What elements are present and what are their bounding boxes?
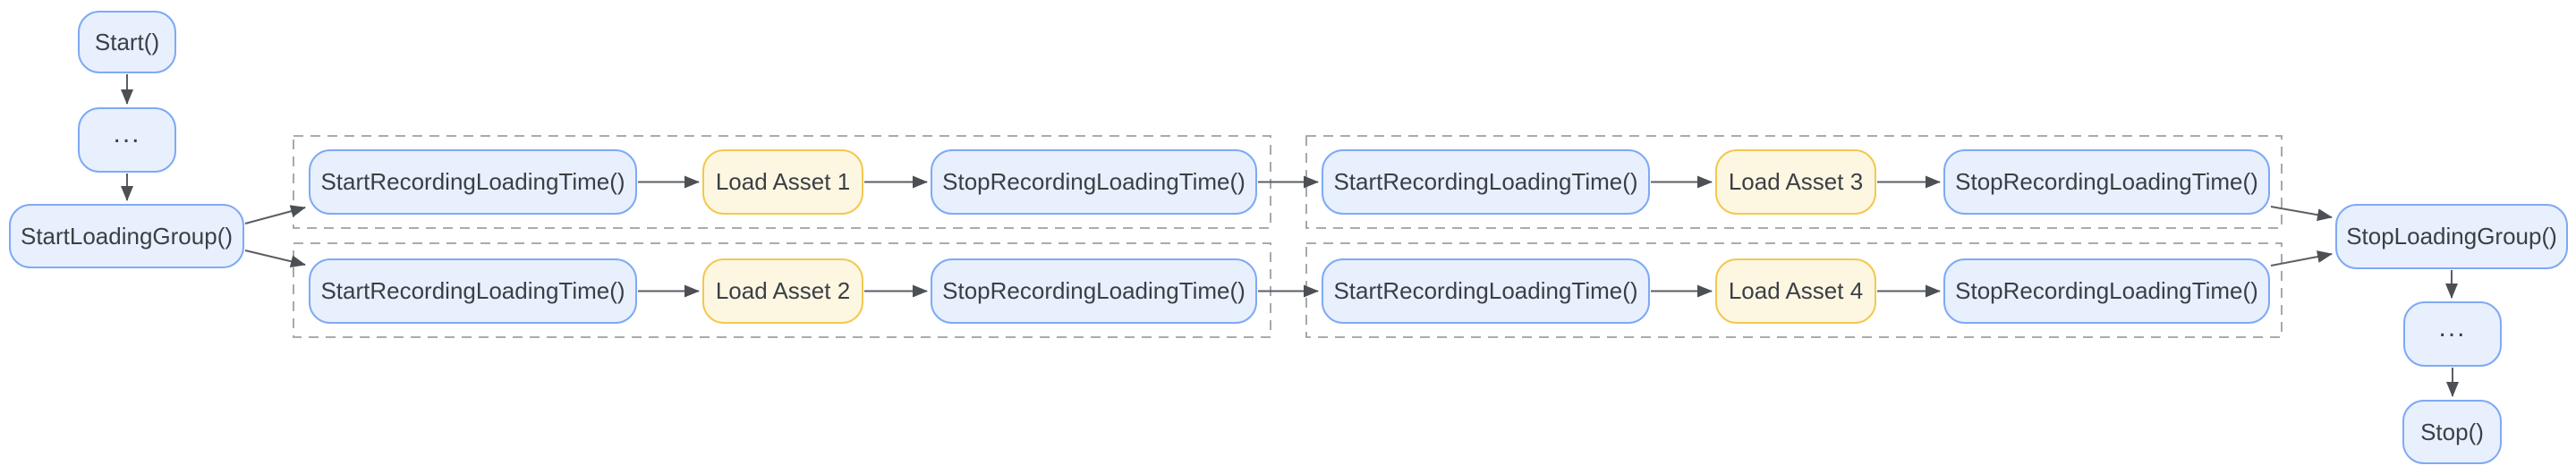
node-g1r1-start-recording: StartRecordingLoadingTime() (309, 149, 637, 215)
group-box-loading-group-2-row-1 (1305, 135, 2283, 229)
edge-g2r1-stop-recording-to-stop-loading-group (2270, 206, 2333, 222)
node-g1r1-load-asset-1: Load Asset 1 (702, 149, 863, 215)
node-g2r2-load-asset-4: Load Asset 4 (1715, 258, 1876, 324)
node-stop-loading-group: StopLoadingGroup() (2335, 204, 2568, 269)
node-stop: Stop() (2402, 400, 2502, 464)
node-g2r1-start-recording: StartRecordingLoadingTime() (1322, 149, 1650, 215)
node-start: Start() (78, 11, 176, 73)
node-g1r1-stop-recording: StopRecordingLoadingTime() (931, 149, 1257, 215)
node-ellipsis-bottom-right: ... (2403, 301, 2502, 367)
node-g1r2-load-asset-2: Load Asset 2 (702, 258, 863, 324)
node-g2r1-load-asset-3: Load Asset 3 (1715, 149, 1876, 215)
node-start-loading-group: StartLoadingGroup() (9, 204, 244, 268)
node-g2r2-stop-recording: StopRecordingLoadingTime() (1943, 258, 2270, 324)
edge-start-loading-group-to-g1r1-start-recording (244, 205, 306, 224)
node-ellipsis-top-left: ... (78, 107, 176, 173)
node-g2r1-stop-recording: StopRecordingLoadingTime() (1943, 149, 2270, 215)
node-g1r2-stop-recording: StopRecordingLoadingTime() (931, 258, 1257, 324)
node-g2r2-start-recording: StartRecordingLoadingTime() (1322, 258, 1650, 324)
edge-start-loading-group-to-g1r2-start-recording (244, 250, 306, 268)
node-g1r2-start-recording: StartRecordingLoadingTime() (309, 258, 637, 324)
edge-g2r2-stop-recording-to-stop-loading-group (2270, 250, 2333, 267)
